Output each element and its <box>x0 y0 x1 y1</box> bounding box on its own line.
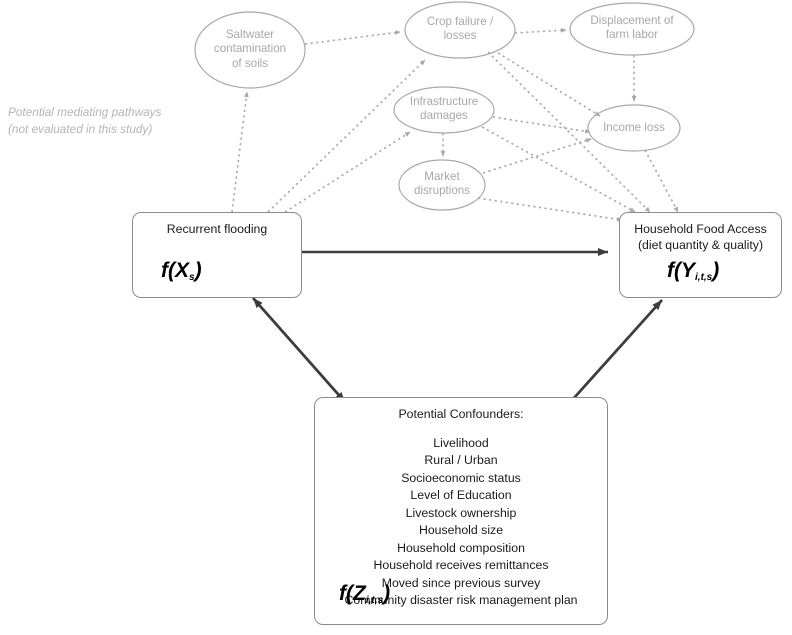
mediating-pathways-caption: Potential mediating pathways (not evalua… <box>8 105 162 136</box>
edge-crop-failure-to-income-loss <box>497 52 601 117</box>
household-food-access-formula: f(Yi,t,s) <box>667 259 719 283</box>
recurrent-flooding-title: Recurrent flooding <box>166 222 268 236</box>
confounders-formula: f(Zi,t,s) <box>339 582 390 606</box>
ellipse-income-loss <box>587 104 681 152</box>
ellipse-infrastructure <box>393 86 495 134</box>
list-item: Household composition <box>397 540 525 555</box>
household-food-access-title: Household Food Access (diet quantity & q… <box>634 222 767 252</box>
formula-subscript-x: s <box>189 272 195 283</box>
formula-f-open: f( <box>339 582 353 605</box>
list-item: Rural / Urban <box>424 453 498 468</box>
formula-subscript-y: i,t,s <box>695 272 713 283</box>
node-household-food-access[interactable]: Household Food Access (diet quantity & q… <box>619 212 782 298</box>
list-item: Level of Education <box>410 488 512 503</box>
list-item: Livelihood <box>433 436 489 450</box>
mediator-ellipses <box>194 1 695 211</box>
ellipse-displacement <box>569 2 695 56</box>
formula-variable-x: X <box>175 259 190 282</box>
list-item: Household size <box>418 523 504 538</box>
formula-close: ) <box>194 259 202 282</box>
edge-crop-failure-to-household-food-access <box>487 51 651 213</box>
edge-crop-failure-to-displacement <box>514 27 567 34</box>
edge-flooding-to-crop-failure <box>267 59 426 213</box>
list-item: Community disaster risk management plan <box>344 593 578 608</box>
edge-flooding-to-saltwater <box>231 91 249 213</box>
edge-infrastructure-to-income-loss <box>492 116 591 134</box>
list-item: Livestock ownership <box>405 505 517 520</box>
edge-flooding-to-infrastructure <box>284 131 411 213</box>
node-potential-confounders[interactable]: Potential Confounders: Livelihood Rural … <box>314 397 608 625</box>
node-recurrent-flooding[interactable]: Recurrent flooding f(Xs) <box>132 212 302 298</box>
edge-saltwater-to-crop-failure <box>304 30 401 45</box>
edge-market-to-income-loss <box>482 138 592 174</box>
confounders-list: Livelihood Rural / Urban Socioeconomic s… <box>315 435 607 610</box>
dotted-edges <box>231 27 679 222</box>
solid-edges <box>251 248 664 403</box>
list-item: Moved since previous survey <box>381 575 541 590</box>
edge-confounders-flooding-bidirectional <box>251 297 347 403</box>
list-item: Household receives remittances <box>373 558 549 573</box>
formula-close: ) <box>383 582 391 605</box>
list-item: Socioeconomic status <box>401 470 521 485</box>
ellipse-market-disruptions <box>398 159 486 211</box>
formula-variable-y: Y <box>681 259 696 282</box>
edge-confounders-to-food-access <box>572 299 664 399</box>
formula-subscript-z: i,t,s <box>365 595 384 606</box>
ellipse-saltwater <box>194 11 306 89</box>
formula-f-open: f( <box>161 259 175 282</box>
recurrent-flooding-formula: f(Xs) <box>161 259 202 283</box>
confounders-heading: Potential Confounders: <box>398 407 524 421</box>
edge-market-to-household-food-access <box>477 197 623 222</box>
formula-close: ) <box>712 259 720 282</box>
ellipse-crop-failure <box>404 1 516 59</box>
formula-variable-z: Z <box>353 582 366 605</box>
formula-f-open: f( <box>667 259 681 282</box>
edge-income-loss-to-household-food-access <box>644 149 679 213</box>
edge-infrastructure-to-household-food-access <box>481 126 636 213</box>
